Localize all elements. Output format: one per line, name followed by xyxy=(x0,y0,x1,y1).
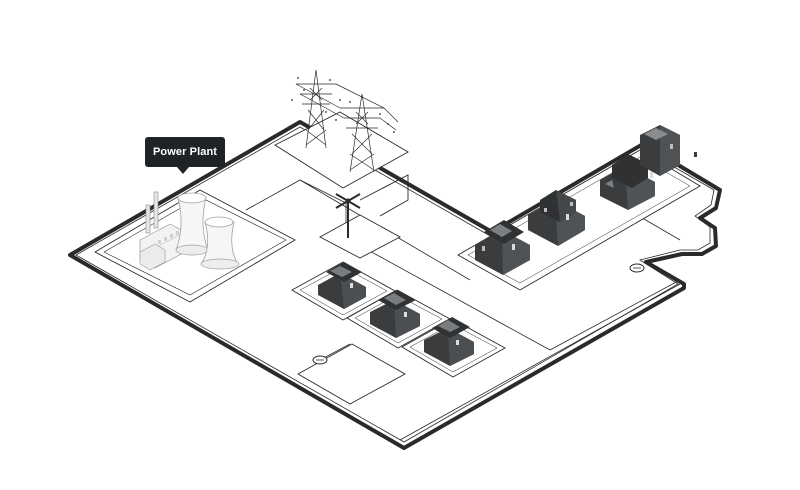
power-plant-icon[interactable] xyxy=(139,191,240,271)
turbine-plot xyxy=(319,214,401,259)
wind-turbine-icon xyxy=(335,193,361,238)
tower-dots xyxy=(291,77,395,133)
junction-node-icon xyxy=(312,263,645,365)
power-plant-tooltip: Power Plant xyxy=(145,137,225,174)
damaged-building-icon xyxy=(475,125,697,275)
transmission-tower-icon xyxy=(295,69,399,173)
damaged-house-icon xyxy=(318,262,474,366)
